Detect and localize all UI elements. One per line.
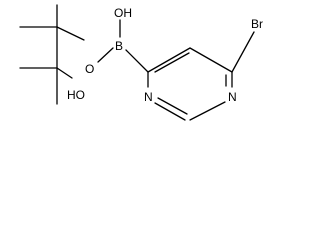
chemical-structure: OH B O HO Br N N	[19, 4, 263, 121]
bond-c1-o	[56, 26, 85, 41]
bond-ring-n3-c2	[154, 102, 186, 121]
bonds	[19, 4, 255, 121]
bond-ring-n3-c2-inner	[157, 97, 188, 115]
bond-c6-br	[231, 31, 255, 73]
bond-b-ring	[125, 49, 149, 73]
atom-label-boron: B	[115, 39, 123, 53]
bond-ring-c2-n1	[189, 101, 226, 121]
atom-label-tertiary-oh: HO	[67, 88, 85, 102]
atom-label-bromine: Br	[251, 17, 263, 31]
atom-label-ring-n-upper: N	[228, 90, 237, 104]
bond-c2-oh	[56, 67, 73, 79]
bond-o-b	[97, 47, 114, 63]
atom-label-ring-n-lower: N	[144, 90, 153, 104]
atom-label-boronic-oh: OH	[114, 6, 132, 20]
bond-ring-c4-c5-inner	[154, 52, 190, 73]
bond-ring-c4-c5	[147, 47, 191, 73]
atom-label-ester-oxygen: O	[85, 62, 94, 76]
atom-labels: OH B O HO Br N N	[67, 6, 263, 104]
bond-ring-c5-c6	[189, 47, 233, 73]
